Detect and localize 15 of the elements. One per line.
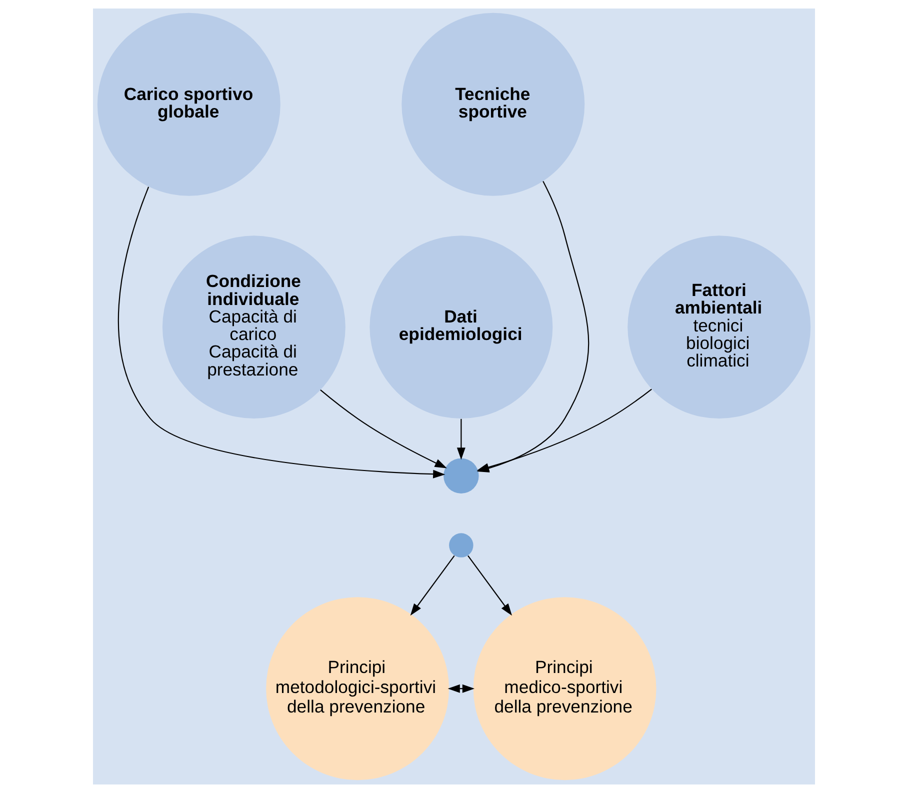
node-circle: Dati epidemiologici xyxy=(369,236,552,419)
node-circle: Principi medico-sportivi della prevenzione xyxy=(472,597,656,780)
node-circle: Condizione individuale Capacità di carico Capacità di prestazione xyxy=(162,236,345,419)
node-circle: Principi metodologici-sportivi della prevenzione xyxy=(266,597,449,780)
arrow xyxy=(410,555,454,616)
node-circle xyxy=(448,533,473,558)
arrow xyxy=(467,555,512,616)
arrow xyxy=(320,390,446,468)
node-circle: Tecniche sportive xyxy=(401,12,584,196)
node-circle: Fattori ambientali tecnici biologici climatici xyxy=(627,236,810,419)
arrow xyxy=(456,418,465,460)
arrow xyxy=(117,186,445,478)
arrow xyxy=(447,684,474,693)
node-circle xyxy=(443,458,478,494)
node-circle: Carico sportivo globale xyxy=(96,12,280,196)
